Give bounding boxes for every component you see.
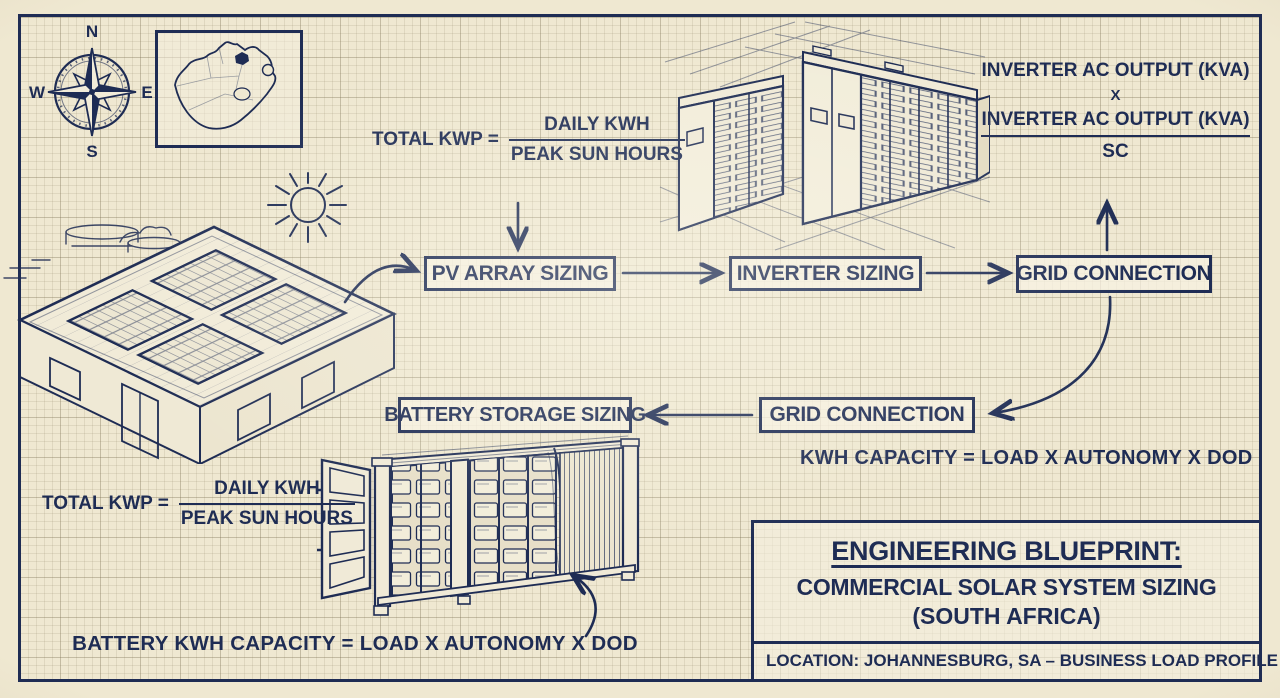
arrow-formula-to-container [574, 576, 597, 638]
container-door [317, 458, 372, 600]
formula-inverter-denominator: SC [1102, 141, 1129, 162]
compass-north-label: N [86, 22, 98, 41]
compass-east-label: E [141, 83, 152, 102]
formula-pv-top: TOTAL KWP = DAILY KWH PEAK SUN HOURS [372, 114, 685, 166]
formula-pv-top-numerator: DAILY KWH [544, 114, 650, 135]
formula-pv-bottom-lhs: TOTAL KWP = [42, 493, 169, 514]
page-region: (SOUTH AFRICA) [912, 603, 1101, 629]
flow-box-inverter-sizing: INVERTER SIZING [729, 256, 922, 291]
solar-panels [65, 249, 349, 385]
flow-box-grid-bottom-label: GRID CONNECTION [769, 403, 965, 426]
country-outline [174, 41, 277, 130]
flow-box-grid-connection-bottom: GRID CONNECTION [759, 397, 975, 433]
formula-inverter: INVERTER AC OUTPUT (KVA) X INVERTER AC O… [958, 60, 1273, 163]
lesotho-outline [233, 87, 251, 101]
inverter-racks-illustration [659, 21, 990, 251]
flow-box-pv-array-sizing: PV ARRAY SIZING [424, 256, 616, 291]
page-subtitle: COMMERCIAL SOLAR SYSTEM SIZING [796, 574, 1217, 600]
flow-box-grid-connection-top: GRID CONNECTION [1016, 255, 1212, 293]
flow-box-inverter-label: INVERTER SIZING [736, 261, 915, 285]
formula-pv-bottom: TOTAL KWP = DAILY KWH PEAK SUN HOURS [42, 478, 355, 530]
title-block: ENGINEERING BLUEPRINT: COMMERCIAL SOLAR … [751, 520, 1278, 682]
formula-pv-bottom-numerator: DAILY KWH [214, 478, 320, 499]
formula-inverter-line2: INVERTER AC OUTPUT (KVA) [981, 109, 1250, 137]
arrow-building-to-pv [343, 266, 415, 304]
container-body [371, 435, 640, 616]
johannesburg-marker [235, 52, 249, 65]
formula-pv-top-denominator: PEAK SUN HOURS [508, 139, 685, 166]
flow-box-pv-array-label: PV ARRAY SIZING [431, 261, 609, 285]
cabinet-row-right [801, 45, 990, 226]
compass-rose-icon: N S W E [29, 22, 153, 160]
formula-grid-capacity: KWH CAPACITY = LOAD X AUTONOMY X DOD [800, 447, 1253, 469]
formula-inverter-multiply: X [1110, 87, 1121, 104]
formula-battery-capacity: BATTERY KWH CAPACITY = LOAD X AUTONOMY X… [72, 632, 638, 655]
title-block-main: ENGINEERING BLUEPRINT: COMMERCIAL SOLAR … [754, 523, 1259, 641]
battery-container-illustration [317, 435, 640, 616]
page-title: ENGINEERING BLUEPRINT: [831, 536, 1182, 566]
flow-box-grid-top-label: GRID CONNECTION [1016, 262, 1212, 285]
formula-pv-top-lhs: TOTAL KWP = [372, 129, 499, 150]
arrow-gridtop-to-gridbottom [994, 295, 1112, 413]
compass-west-label: W [29, 83, 46, 102]
building-walls [19, 312, 395, 464]
formula-inverter-line1: INVERTER AC OUTPUT (KVA) [981, 60, 1250, 81]
flow-box-battery-storage-label: BATTERY STORAGE SIZING [384, 403, 646, 426]
location-note: LOCATION: JOHANNESBURG, SA – BUSINESS LO… [754, 641, 1278, 679]
sun-icon [267, 172, 347, 243]
building-solar-illustration [3, 172, 397, 464]
cabinet-row-left [677, 74, 785, 232]
compass-south-label: S [86, 142, 97, 160]
formula-pv-bottom-denominator: PEAK SUN HOURS [178, 503, 355, 530]
south-africa-map [155, 30, 303, 148]
flow-box-battery-storage-sizing: BATTERY STORAGE SIZING [384, 397, 646, 433]
eswatini-outline [261, 63, 275, 77]
